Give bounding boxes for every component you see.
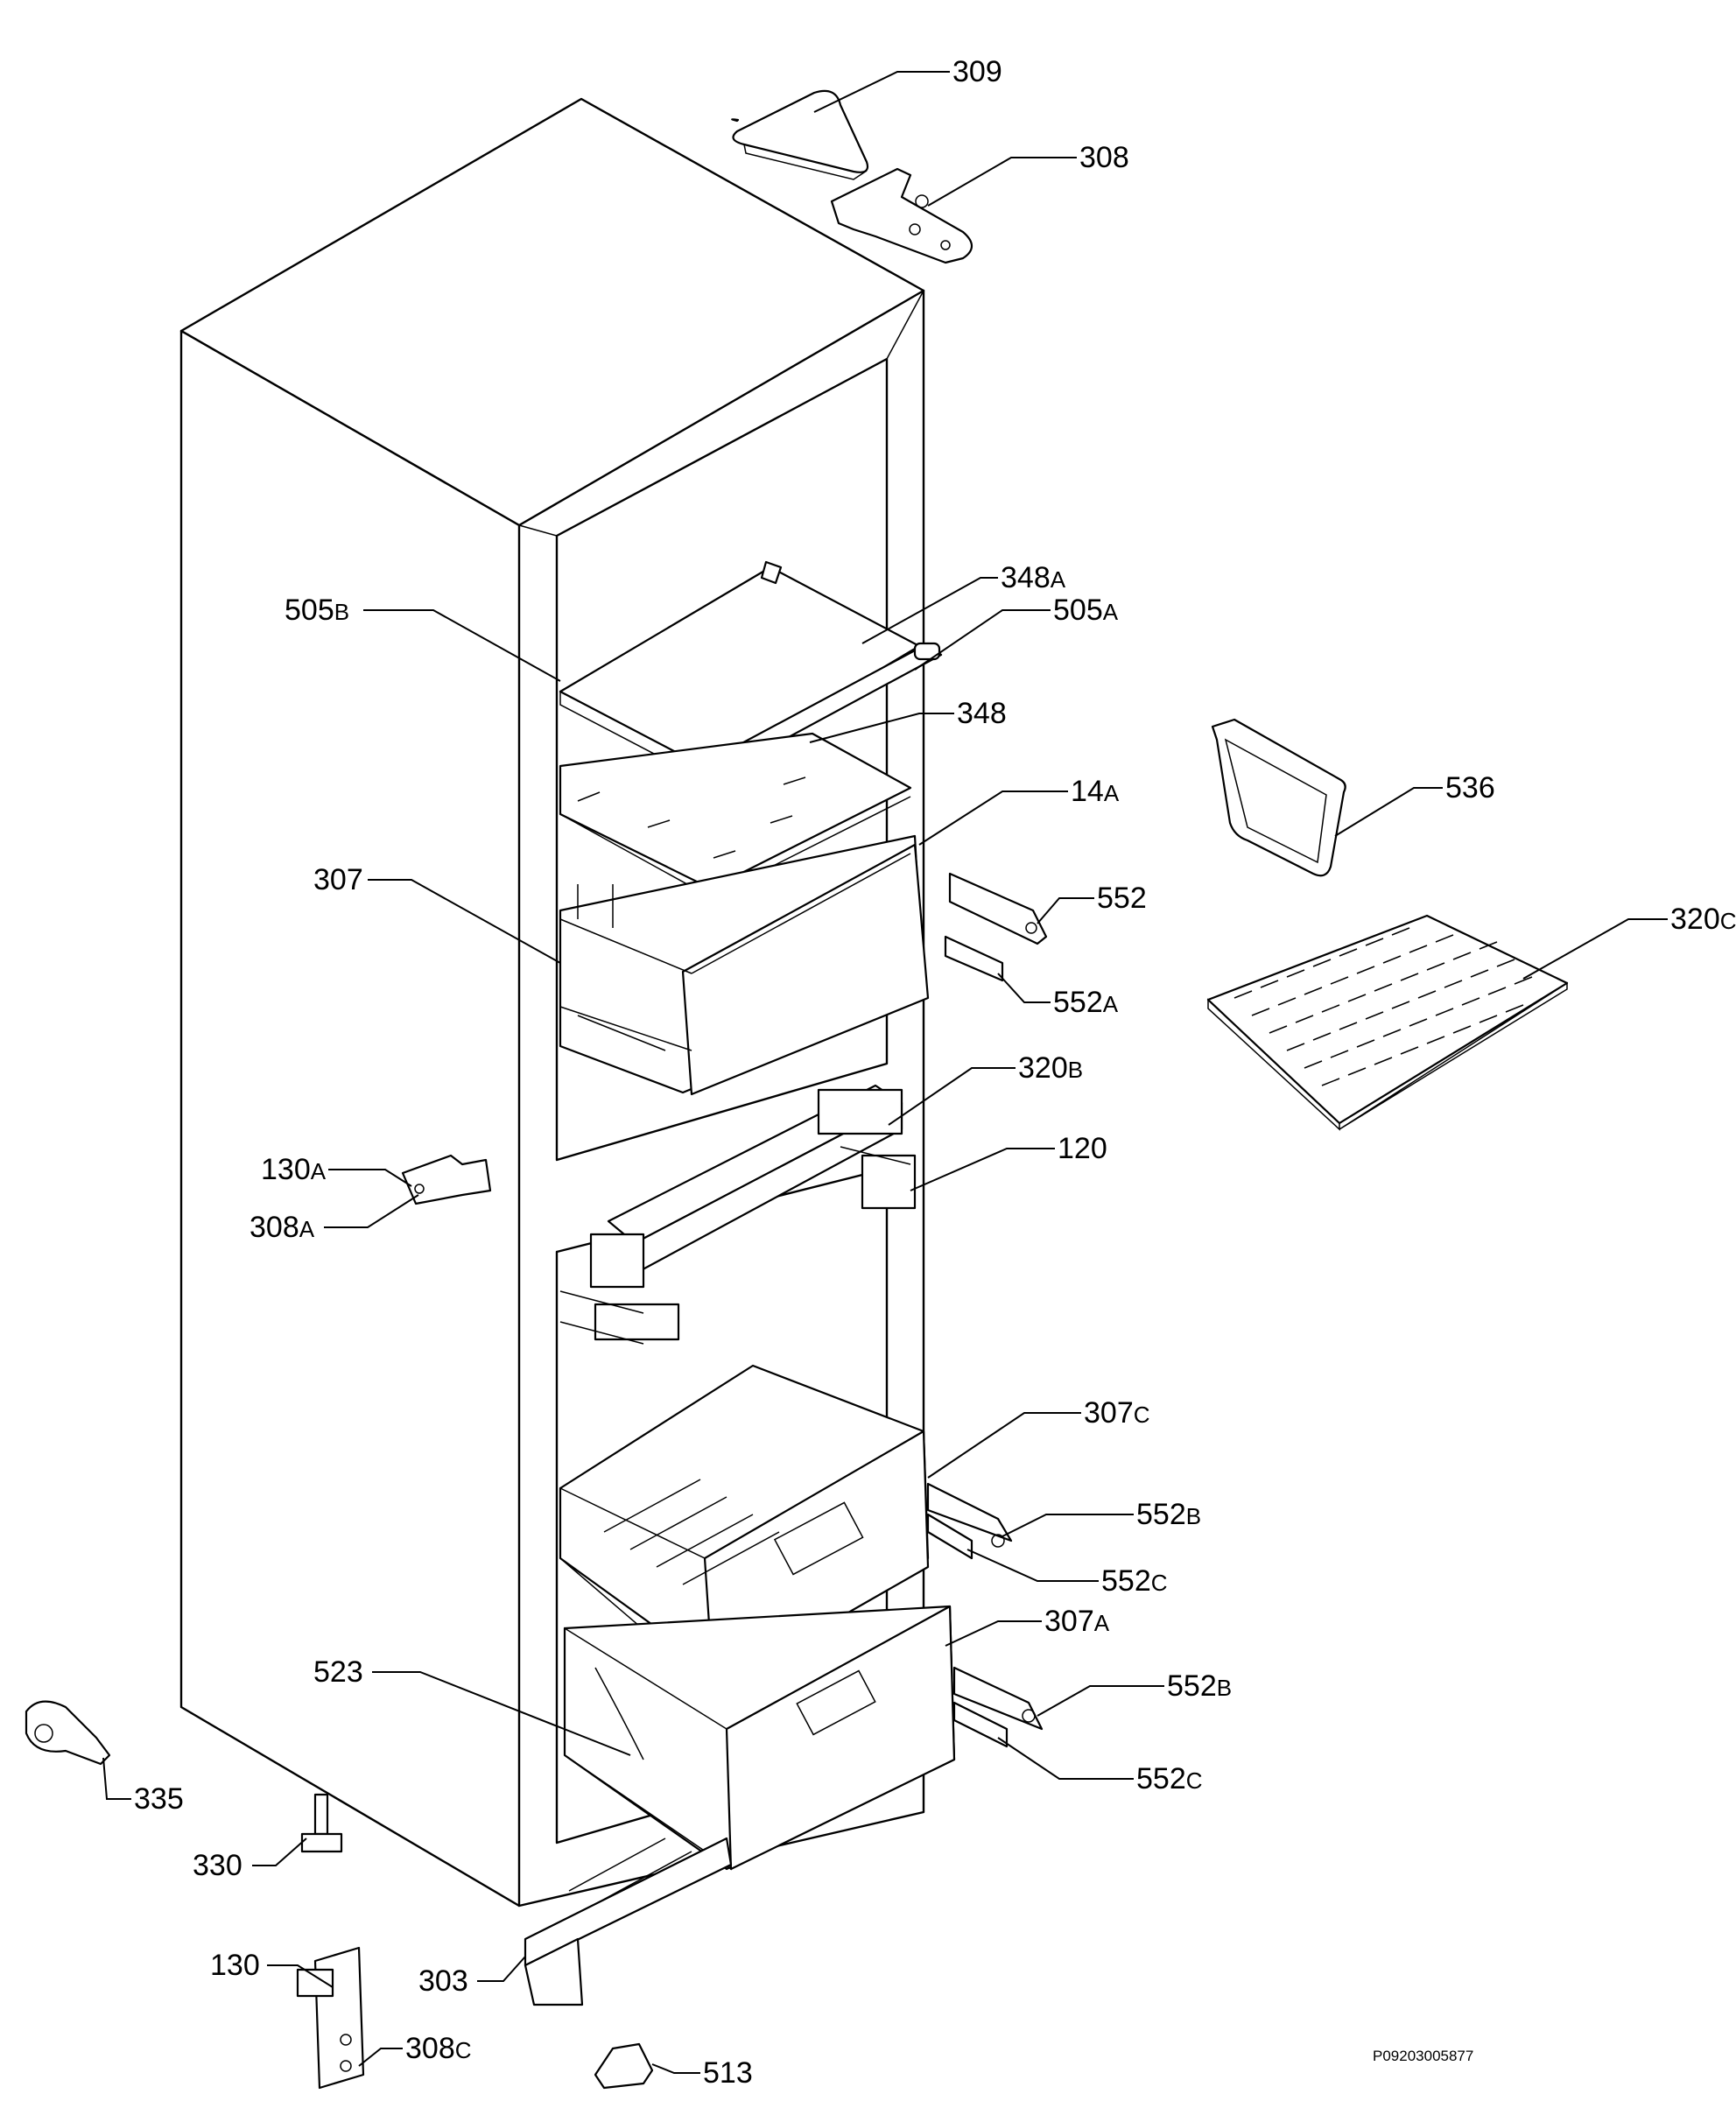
label-309: 309 (952, 55, 1002, 88)
hinge-cover-part (731, 89, 869, 180)
label-14a: 14A (1071, 775, 1120, 808)
label-523: 523 (313, 1655, 363, 1689)
label-308a: 308A (250, 1211, 315, 1244)
label-552: 552 (1097, 882, 1147, 915)
label-303: 303 (418, 1964, 468, 1998)
label-552b-upper: 552B (1136, 1498, 1201, 1531)
label-330: 330 (193, 1849, 242, 1882)
grid-shelf-320c (1206, 914, 1569, 1131)
label-307: 307 (313, 863, 363, 896)
part-labels: 309 308 348A 505B 505A 348 536 14A 307 5… (134, 55, 1736, 2090)
label-505a: 505A (1053, 594, 1119, 627)
kick-plate (524, 1837, 733, 2006)
divider-rail-assembly (559, 1084, 917, 1345)
label-320c: 320C (1670, 903, 1736, 936)
label-320b: 320B (1018, 1051, 1083, 1085)
label-552a: 552A (1053, 986, 1119, 1019)
door-frame-536 (1211, 718, 1346, 877)
upper-rails (944, 872, 1048, 982)
middle-rails (926, 1482, 1013, 1560)
label-348a: 348A (1001, 561, 1066, 594)
leader-lines (102, 71, 1668, 2074)
label-308: 308 (1079, 141, 1129, 174)
label-130: 130 (210, 1949, 260, 1982)
label-513: 513 (703, 2056, 753, 2090)
label-348: 348 (957, 697, 1007, 730)
label-308c: 308C (405, 2032, 472, 2065)
upper-drawer (559, 834, 930, 1096)
label-130a: 130A (261, 1153, 327, 1186)
lower-rails (952, 1666, 1044, 1748)
label-335: 335 (134, 1782, 184, 1816)
document-id: P09203005877 (1373, 2048, 1473, 2064)
label-505b: 505B (285, 594, 349, 627)
label-120: 120 (1058, 1132, 1107, 1165)
label-552b-lower: 552B (1167, 1669, 1232, 1703)
label-307a: 307A (1044, 1605, 1110, 1638)
refrigerator-cabinet (179, 97, 925, 1908)
label-552c-upper: 552C (1101, 1564, 1168, 1598)
label-552c-lower: 552C (1136, 1762, 1203, 1795)
bottom-drawer (563, 1605, 956, 1871)
label-307c: 307C (1084, 1396, 1150, 1430)
top-hinge-part (830, 167, 973, 264)
label-536: 536 (1445, 771, 1495, 805)
